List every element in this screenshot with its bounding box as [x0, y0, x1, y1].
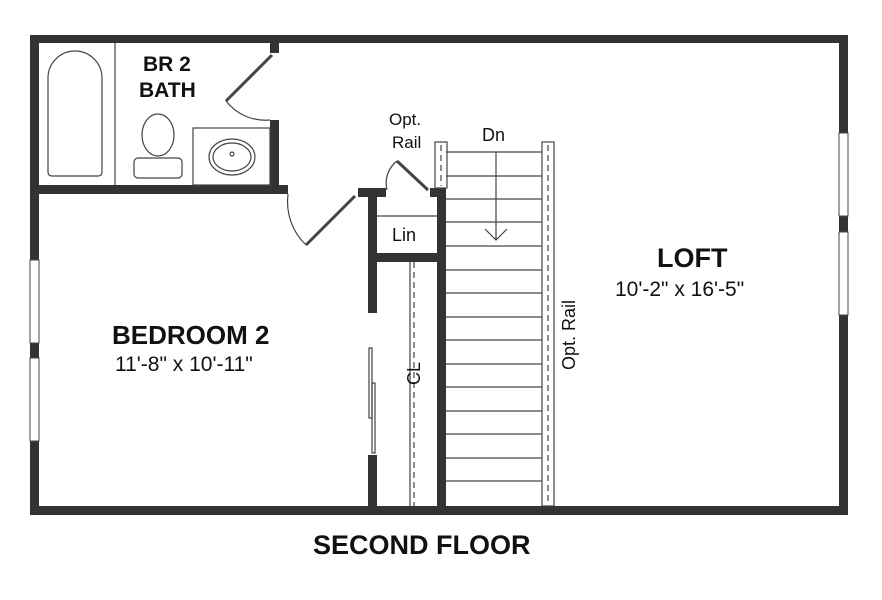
window-right-2 [838, 231, 849, 316]
window-left-1 [29, 259, 40, 344]
window-right-1 [838, 132, 849, 217]
toilet-icon [141, 113, 175, 157]
bath-label-line1: BR 2 [143, 53, 191, 76]
opt-rail-top-line1: Opt. [389, 110, 422, 129]
window-left-2 [29, 357, 40, 442]
linen-label: Lin [392, 225, 417, 245]
wall-closet-left [368, 188, 377, 313]
opt-rail-side-label: Opt. Rail [559, 299, 579, 370]
wall-bottom [30, 506, 848, 515]
bathtub-icon [47, 50, 103, 177]
loft-dims: 10'-2" x 16'-5" [615, 278, 745, 301]
closet-label: CL [404, 361, 424, 385]
sink-icon [208, 138, 256, 176]
stairs-down-label: Dn [482, 125, 506, 145]
wall-stair-left [437, 188, 446, 510]
rail-side [541, 141, 555, 507]
wall-linen-bottom [368, 253, 446, 262]
bedroom-dims: 11'-8" x 10'-11" [115, 353, 253, 376]
wall-top [30, 35, 848, 43]
wall-bath-bottom [30, 185, 288, 194]
opt-rail-top-line2: Rail [392, 133, 422, 152]
stair-treads [446, 151, 542, 482]
bath-label-line2: BATH [139, 79, 196, 102]
floor-title: SECOND FLOOR [313, 530, 531, 560]
rail-top [434, 141, 448, 189]
bedroom-name: BEDROOM 2 [112, 320, 270, 350]
loft-name: LOFT [657, 243, 728, 273]
